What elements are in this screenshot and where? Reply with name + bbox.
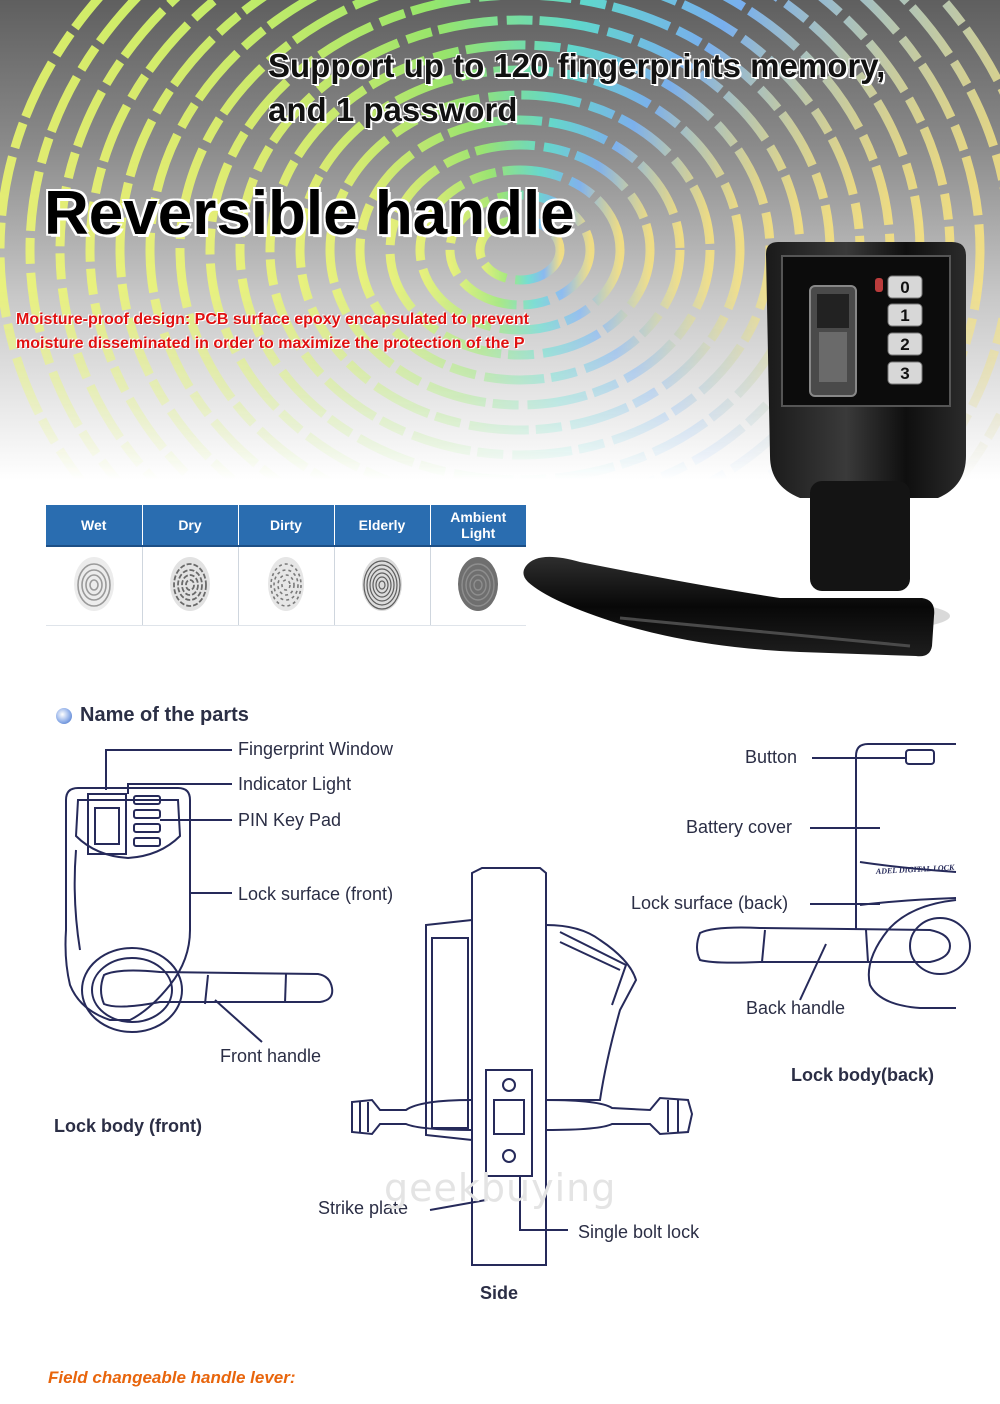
label-front-handle: Front handle — [220, 1046, 322, 1066]
bullet-icon — [56, 707, 72, 724]
moisture-proof-note: Moisture-proof design: PCB surface epoxy… — [16, 308, 616, 356]
column-header-dirty: Dirty — [237, 505, 334, 547]
keypad: 0 1 2 3 — [887, 275, 923, 385]
keypad-key-0-label: 0 — [900, 278, 909, 297]
label-fingerprint-window: Fingerprint Window — [238, 739, 394, 759]
headline-line-1: Support up to 120 fingerprints memory, — [268, 47, 886, 84]
front-lock-body-drawing — [64, 749, 334, 1043]
fingerprint-icon — [268, 556, 304, 611]
caption-lock-body-back: Lock body(back) — [791, 1065, 935, 1085]
back-lock-body-drawing — [696, 743, 971, 1009]
keypad-key-1 — [887, 303, 923, 327]
parts-heading: Name of the parts — [56, 704, 249, 727]
label-button: Button — [745, 747, 798, 767]
column-header-ambient-light: Ambient Light — [429, 505, 526, 547]
label-back-handle: Back handle — [746, 998, 846, 1018]
column-header-wet: Wet — [46, 505, 142, 547]
page-title: Reversible handle — [44, 179, 575, 248]
fingerprint-sample-wet — [46, 546, 142, 626]
keypad-key-3 — [887, 361, 923, 385]
watermark: geekbuying — [384, 1166, 617, 1210]
keypad-key-0 — [887, 275, 923, 299]
label-lock-surface-back: Lock surface (back) — [631, 893, 789, 913]
fingerprint-icon — [458, 556, 499, 611]
keypad-key-2 — [887, 332, 923, 356]
finger-conditions-table: Wet Dry Dirty Elderly Ambient Light — [46, 505, 526, 626]
fingerprint-icon — [170, 556, 210, 611]
keypad-key-1-label: 1 — [900, 306, 909, 325]
note-line-2: moisture disseminated in order to maximi… — [16, 335, 525, 352]
keypad-key-2-label: 2 — [900, 335, 909, 354]
column-header-dry: Dry — [141, 505, 238, 547]
fingerprint-sample-dry — [141, 546, 238, 626]
label-lock-surface-front: Lock surface (front) — [238, 884, 394, 904]
fingerprint-icon — [73, 556, 114, 611]
note-line-1: Moisture-proof design: PCB surface epoxy… — [16, 311, 529, 328]
fingerprint-sample-elderly — [333, 546, 430, 626]
label-indicator-light: Indicator Light — [238, 774, 352, 794]
headline: Support up to 120 fingerprints memory, a… — [268, 44, 885, 132]
headline-line-2: and 1 password — [268, 91, 518, 128]
keypad-key-3-label: 3 — [900, 364, 909, 383]
parts-heading-text: Name of the parts — [80, 704, 249, 726]
label-pin-key-pad: PIN Key Pad — [238, 810, 342, 830]
label-single-bolt-lock: Single bolt lock — [578, 1222, 700, 1242]
fingerprint-sample-dirty — [237, 546, 334, 626]
label-strike-plate: Strike plate — [318, 1198, 409, 1218]
side-lock-body-drawing — [351, 867, 694, 1266]
caption-side: Side — [480, 1283, 519, 1303]
column-header-elderly: Elderly — [333, 505, 430, 547]
lock-product-photo: 0 1 2 3 — [523, 242, 966, 657]
back-brand-text: ADEL DIGITAL LOCK — [875, 863, 956, 876]
footer-note: Field changeable handle lever: — [48, 1368, 296, 1387]
parts-diagram: ADEL DIGITAL LOCK — [64, 743, 971, 1266]
fingerprint-sample-ambient-light — [429, 546, 526, 626]
caption-lock-body-front: Lock body (front) — [54, 1116, 202, 1136]
fingerprint-icon — [362, 556, 402, 611]
label-battery-cover: Battery cover — [686, 817, 793, 837]
